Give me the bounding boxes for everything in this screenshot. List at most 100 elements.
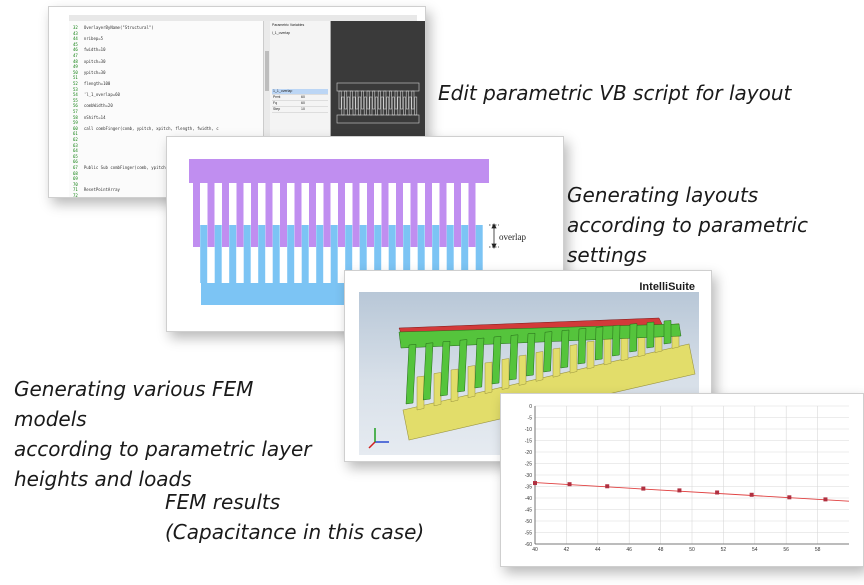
fem-upper-finger [646,321,655,349]
param-name: 1_1_overlap [273,89,293,93]
lower-comb-finger [345,225,353,283]
upper-comb-spine [189,159,489,183]
fem-lower-finger [450,368,459,403]
data-point [749,492,754,497]
lower-comb-finger [258,225,266,283]
line-number: 61 [73,131,78,137]
param-row[interactable]: 1_1_overlap [272,89,328,95]
x-tick-label: 46 [626,547,632,553]
x-tick-label: 42 [564,547,570,553]
data-point [823,497,828,502]
scrollbar-thumb[interactable] [265,51,269,91]
line-number: 63 [73,142,78,148]
preview-finger [391,96,395,116]
line-number: 68 [73,170,78,176]
fem-upper-finger [577,328,587,365]
code-text: call combFinger(comb, ypitch, xpitch, fl… [83,125,219,131]
x-tick-label: 44 [595,547,601,553]
preview-finger [400,90,404,110]
params-tag: l_1_overlap [272,31,291,35]
line-number: 43 [73,30,78,36]
code-line: 57 [73,109,84,114]
param-name: Step [273,107,281,111]
preview-finger [366,90,370,110]
lower-comb-finger [446,225,454,283]
code-text: 'l_1_overlap=60 [83,92,120,98]
code-line: 69 [73,176,84,181]
preview-finger [397,96,401,116]
lower-comb-finger [214,225,222,283]
data-point [787,495,792,500]
code-line: 68 [73,171,84,176]
line-number: 67 [73,165,78,170]
line-number: 50 [73,69,78,75]
fem-lower-finger [484,361,493,394]
y-tick-label: -60 [525,542,532,548]
preview-finger [361,90,364,110]
preview-finger [375,96,378,116]
lower-comb-finger [287,225,295,283]
caption-line: Generating various FEM [14,377,254,401]
y-tick-label: 0 [529,404,532,410]
preview-finger [394,90,398,110]
lower-comb-finger [388,225,396,283]
line-number: 64 [73,148,78,154]
caption-fem-models: Generating various FEM models according … [14,374,312,494]
param-row[interactable]: Step 10 [272,107,328,113]
preview-finger [405,90,409,110]
param-value[interactable]: 10 [301,107,305,111]
code-line: 63 [73,143,84,148]
code-line: 53 [73,87,84,92]
line-number: 60 [73,125,78,131]
code-line: 47 [73,53,84,58]
fem-upper-finger [422,342,434,401]
code-line: 45 [73,42,84,47]
line-number: 46 [73,47,78,53]
axis-triad [368,428,389,449]
preview-finger [403,96,406,116]
line-number: 56 [73,103,78,109]
code-line: 64 [73,148,84,153]
upper-comb-finger [222,183,229,247]
preview-finger [349,90,353,110]
param-value[interactable] [300,89,328,94]
code-line: 61 [73,131,84,136]
preview-finger [383,90,387,110]
param-value[interactable]: 60 [301,95,305,99]
line-number: 52 [73,81,78,86]
preview-finger [352,96,356,116]
y-tick-label: -55 [525,530,532,536]
preview-finger [363,96,367,116]
y-tick-label: -40 [525,496,532,502]
caption-generating-layouts: Generating layouts according to parametr… [567,180,808,270]
editor-scrollbar[interactable] [263,21,270,197]
preview-finger [372,90,376,110]
caption-fem-results: FEM results (Capacitance in this case) [165,487,424,547]
fem-upper-finger [491,336,502,385]
upper-comb-finger [352,183,360,247]
line-number: 47 [73,53,78,58]
fem-upper-finger [440,340,451,397]
lower-comb-finger [475,225,483,283]
upper-comb-finger [294,183,302,247]
caption-line: according to parametric [567,213,808,237]
code-line: 51 [73,75,84,80]
fem-lower-finger [535,351,544,382]
fem-upper-finger [405,344,417,405]
x-tick-label: 54 [752,547,758,553]
line-number: 48 [73,58,78,64]
upper-comb-finger [468,183,476,247]
line-number: 44 [73,36,78,42]
param-value[interactable]: 60 [301,101,305,105]
data-point [677,488,682,493]
line-number: 65 [73,153,78,159]
lower-comb-finger [330,225,338,283]
